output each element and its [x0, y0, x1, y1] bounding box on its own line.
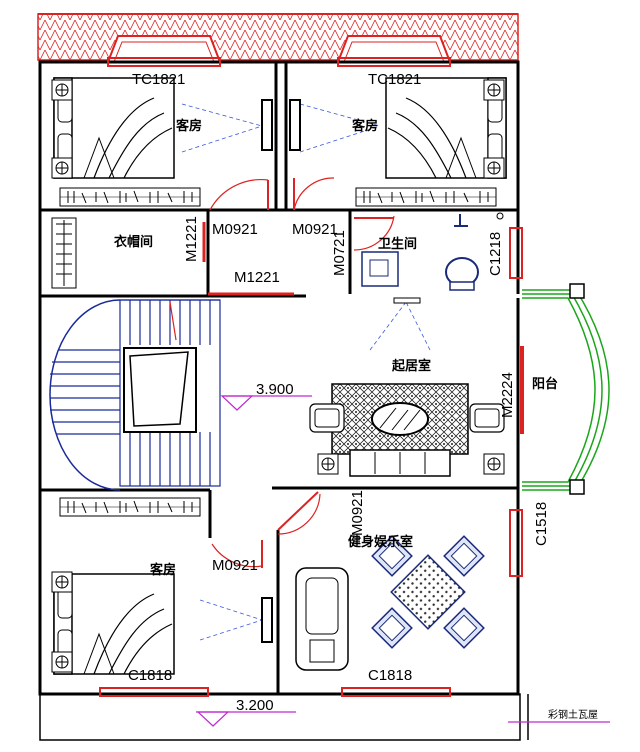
front-step: [39, 693, 521, 741]
window-label-top-right: TC1821: [368, 71, 421, 88]
wardrobe-top-left: [59, 187, 201, 207]
tv-icon: [393, 297, 421, 304]
window-icon: [261, 597, 273, 643]
elevation-label-ground: 3.200: [236, 697, 274, 714]
game-table: [371, 535, 485, 649]
nightstand-icon: [483, 157, 505, 179]
room-label-guest-top-left: 客房: [176, 118, 202, 134]
armchair-left: [309, 403, 345, 433]
door-label: M2224: [499, 372, 516, 418]
balcony-rail: [522, 289, 610, 491]
door-label: M0921: [212, 221, 258, 238]
nightstand-icon: [51, 157, 73, 179]
room-label-bathroom: 卫生间: [378, 236, 417, 252]
window-label-bath: C1218: [487, 232, 504, 276]
balcony-post: [569, 283, 585, 299]
window-icon: [261, 99, 273, 151]
nightstand-icon: [51, 79, 73, 101]
staircase: [49, 299, 221, 491]
side-table-icon: [483, 453, 505, 475]
window-label-top-left: TC1821: [132, 71, 185, 88]
nightstand-icon: [51, 571, 73, 593]
door-label: M0921: [292, 221, 338, 238]
nightstand-icon: [483, 79, 505, 101]
wardrobe-bottom-left: [59, 497, 201, 517]
room-label-guest-top-right: 客房: [352, 118, 378, 134]
door-label: M0921: [349, 490, 366, 536]
windows: [99, 57, 523, 697]
window-label-bottom-left: C1818: [128, 667, 172, 684]
window-view-lines: [181, 103, 431, 641]
elevation-label-floor: 3.900: [256, 381, 294, 398]
nightstand-icon: [51, 651, 73, 673]
room-label-fitness: 健身娱乐室: [348, 534, 413, 550]
window-label-bottom-right: C1818: [368, 667, 412, 684]
door-swings: [202, 177, 524, 568]
elevation-marker-ground: [196, 711, 296, 727]
roof-tiles: [37, 13, 519, 63]
wardrobe-top-right: [355, 187, 497, 207]
treadmill-icon: [295, 567, 349, 671]
side-table-icon: [317, 453, 339, 475]
coffee-table: [371, 402, 429, 436]
room-label-living: 起居室: [391, 358, 431, 374]
door-label: M0721: [331, 230, 348, 276]
room-label-balcony: 阳台: [532, 376, 558, 392]
window-icon: [289, 99, 301, 151]
sofa: [349, 449, 451, 477]
room-label-cloakroom: 衣帽间: [114, 234, 153, 250]
roof-note: 彩钢土瓦屋: [548, 708, 598, 721]
balcony-post: [569, 479, 585, 495]
elevation-marker-floor: [220, 395, 312, 411]
door-label: M1221: [234, 269, 280, 286]
door-label: M1221: [183, 216, 200, 262]
stair-landing: [123, 347, 197, 433]
window-label-fitness: C1518: [533, 502, 550, 546]
sink-icon: [361, 251, 399, 287]
shower-icon: [454, 214, 468, 227]
room-label-guest-bottom-left: 客房: [150, 562, 176, 578]
door-label: M0921: [212, 557, 258, 574]
